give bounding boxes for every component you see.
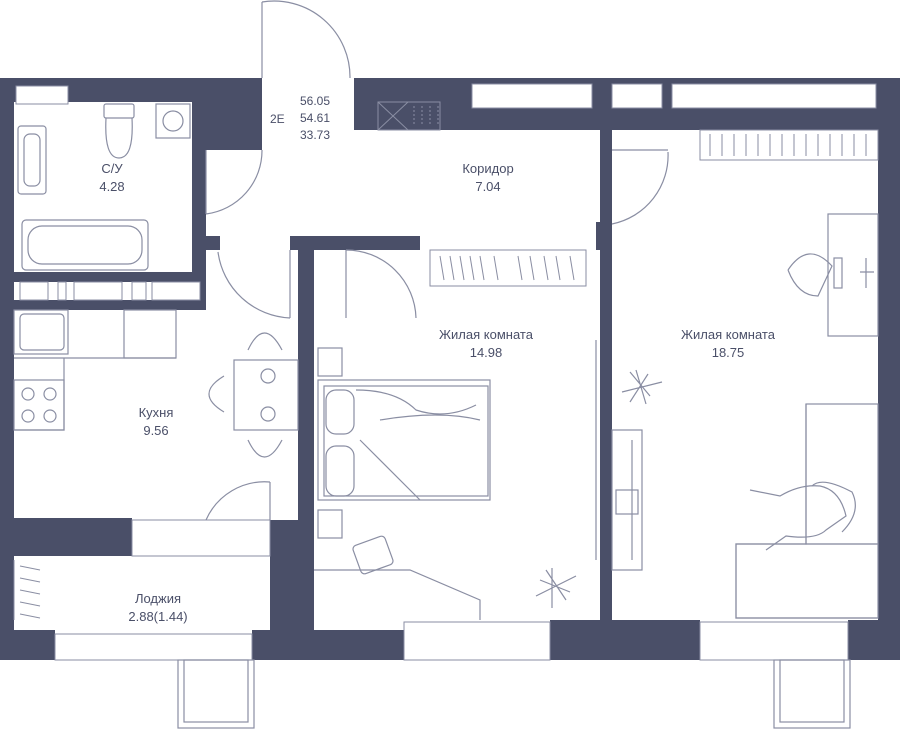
living-total-area: 54.61	[299, 111, 331, 125]
balconies	[177, 659, 851, 729]
room-area: 14.98	[469, 345, 503, 360]
doors	[205, 0, 669, 521]
windows	[15, 83, 877, 661]
room-name: Жилая комната	[439, 327, 533, 342]
room-name: С/У	[101, 161, 123, 176]
room-name: Кухня	[138, 405, 174, 420]
walls	[0, 78, 900, 660]
room-label-loggia: Лоджия 2.88(1.44)	[128, 590, 187, 626]
room-area: 9.56	[143, 423, 169, 438]
room-name: Жилая комната	[681, 327, 775, 342]
room-name: Лоджия	[134, 591, 182, 606]
living-room-furniture	[611, 213, 879, 619]
room-label-bedroom: Жилая комната 14.98	[439, 326, 533, 362]
room-name: Коридор	[462, 161, 514, 176]
wardrobes	[13, 101, 879, 620]
room-area: 18.75	[711, 345, 745, 360]
living-area: 33.73	[299, 128, 331, 142]
kitchen-fixtures	[13, 309, 299, 458]
room-label-living-room: Жилая комната 18.75	[681, 326, 775, 362]
apartment-areas: 56.05 54.61 33.73	[292, 93, 338, 144]
room-area: 7.04	[475, 179, 501, 194]
room-label-corridor: Коридор 7.04	[462, 160, 513, 196]
room-area: 2.88(1.44)	[128, 609, 188, 624]
room-label-kitchen: Кухня 9.56	[139, 404, 174, 440]
total-area: 56.05	[299, 94, 331, 108]
room-area: 4.28	[99, 179, 125, 194]
room-label-bathroom: С/У 4.28	[99, 160, 124, 196]
apartment-type: 2E	[270, 112, 285, 126]
bedroom-furniture	[314, 340, 597, 620]
bathroom-fixtures	[17, 103, 191, 271]
apartment-info-box: 2E 56.05 54.61 33.73	[262, 90, 354, 150]
